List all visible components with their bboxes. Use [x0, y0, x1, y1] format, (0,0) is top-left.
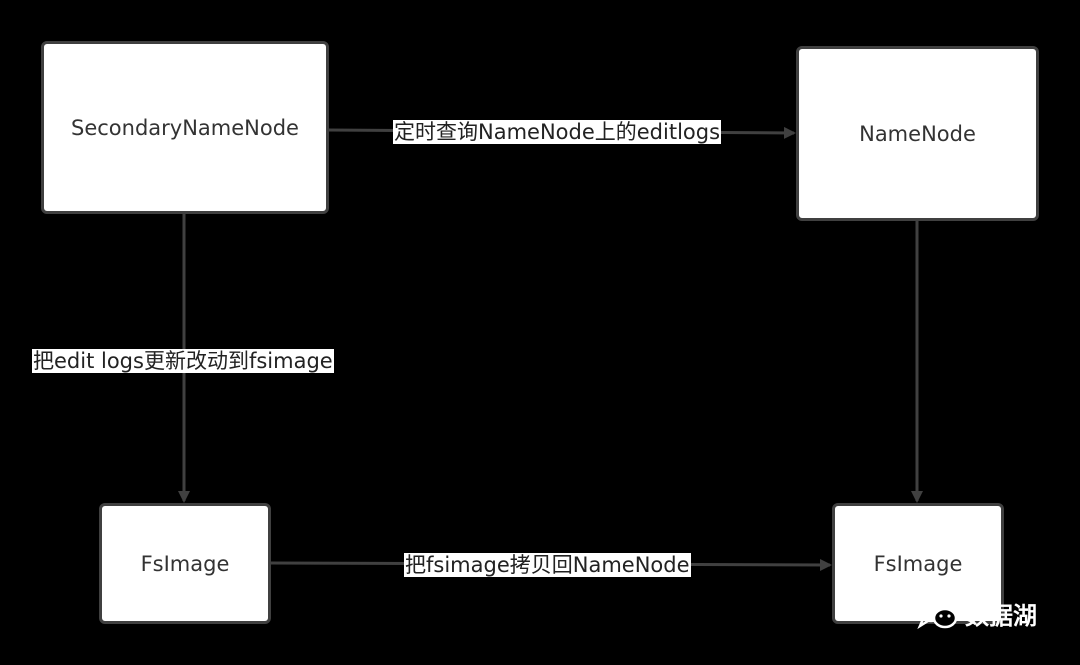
node-secondary-namenode: SecondaryNameNode	[41, 41, 329, 214]
wechat-icon	[915, 597, 958, 629]
edge-label-secondary-to-namenode: 定时查询NameNode上的editlogs	[393, 120, 722, 144]
edge-label-secondary-to-fsimage: 把edit logs更新改动到fsimage	[32, 349, 334, 373]
node-fsimage-left-label: FsImage	[140, 551, 230, 576]
node-namenode: NameNode	[796, 46, 1039, 221]
watermark: 数据湖	[915, 596, 1037, 631]
node-namenode-label: NameNode	[859, 121, 976, 146]
watermark-text: 数据湖	[965, 602, 1037, 630]
node-fsimage-right-label: FsImage	[873, 551, 963, 576]
edge-label-fsimage-to-fsimage: 把fsimage拷贝回NameNode	[404, 553, 691, 577]
node-secondary-namenode-label: SecondaryNameNode	[71, 115, 299, 140]
node-fsimage-left: FsImage	[99, 503, 271, 624]
